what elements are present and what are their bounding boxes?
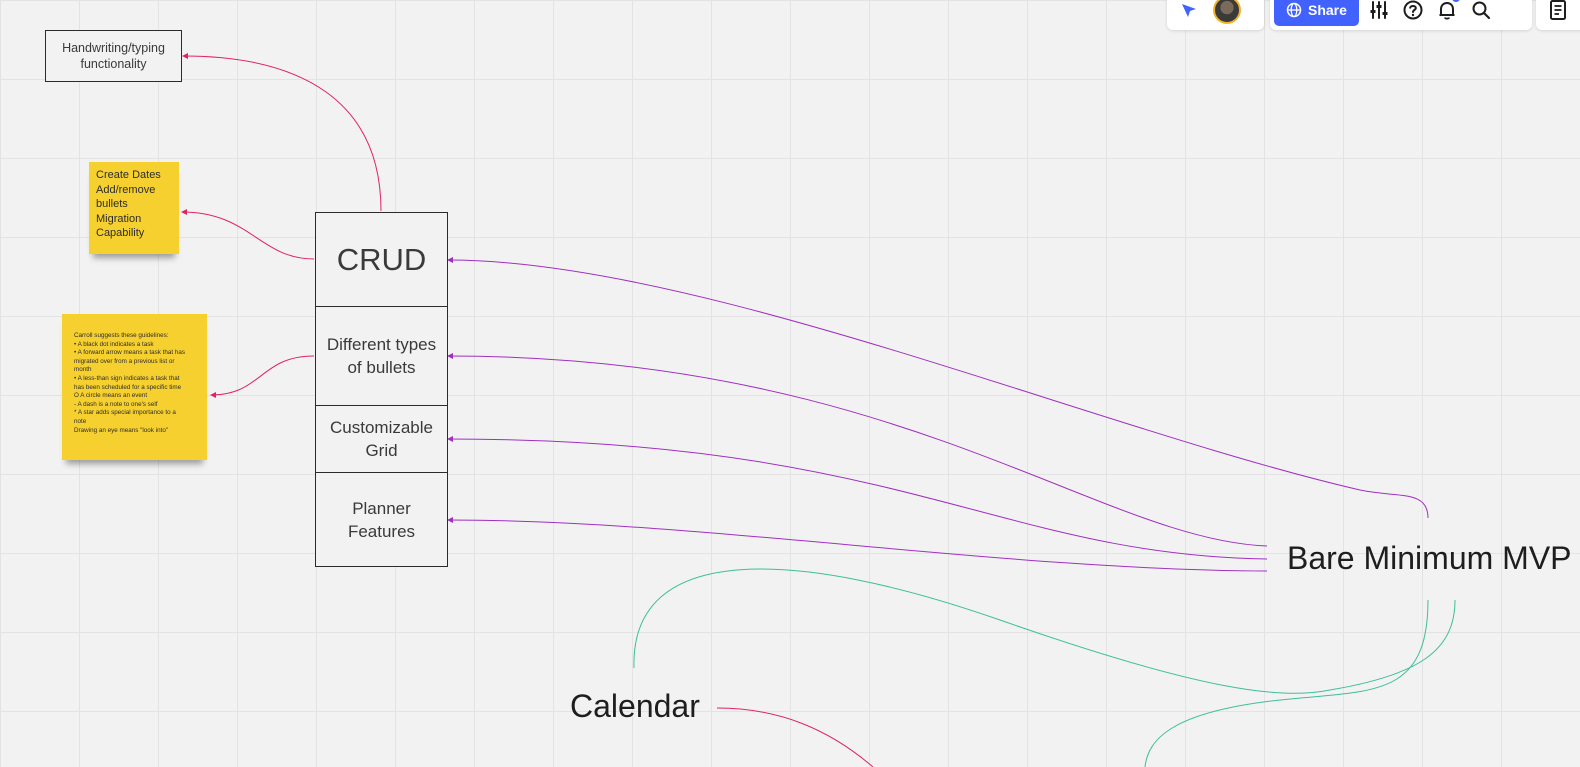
bullets-box[interactable]: Different types of bullets [315, 306, 448, 406]
avatar[interactable] [1213, 0, 1241, 24]
main-toolbar: Share [1270, 0, 1532, 30]
sticky-line: * A star adds special importance to a [74, 409, 176, 417]
help-icon[interactable] [1399, 0, 1427, 24]
crud-box[interactable]: CRUD [315, 212, 448, 307]
sticky-line: - A dash is a note to one's self [74, 400, 158, 408]
share-button[interactable]: Share [1274, 0, 1359, 26]
connector-calendar-offscreen [716, 707, 874, 767]
share-button-label: Share [1308, 2, 1347, 18]
grid-box[interactable]: Customizable Grid [315, 405, 448, 473]
cursor-icon[interactable] [1175, 0, 1203, 24]
sticky-line: Drawing an eye means "look into" [74, 426, 169, 434]
sticky-note-crud-details[interactable]: Create Dates Add/remove bullets Migratio… [89, 162, 179, 254]
handwriting-box[interactable]: Handwriting/typing functionality [45, 30, 182, 82]
sticky-line: • A black dot indicates a task [74, 340, 154, 348]
collaboration-toolbar [1167, 0, 1264, 30]
connector-mvp-grid [447, 436, 1268, 560]
sticky-line: • A forward arrow means a task that has [74, 349, 186, 357]
notes-icon[interactable] [1544, 0, 1572, 24]
crud-box-text: CRUD [336, 241, 427, 277]
sticky-line: O A circle means an event [74, 392, 148, 400]
sticky-note-guidelines[interactable]: Carroll suggests these guidelines: • A b… [62, 314, 207, 460]
calendar-label[interactable]: Calendar [570, 688, 700, 724]
sticky-line: month [74, 366, 92, 374]
grid-box-text: Customizable Grid [330, 418, 433, 460]
connector-mvp-crud [447, 257, 1429, 519]
sticky-line: migrated over from a previous list or [74, 357, 175, 365]
planner-box-text: Planner Features [347, 498, 416, 541]
sticky-line: Carroll suggests these guidelines: [74, 332, 169, 339]
sticky-line: Capability [96, 227, 145, 239]
notes-toolbar [1536, 0, 1580, 30]
connector-mvp-planner [447, 517, 1268, 572]
mvp-label[interactable]: Bare Minimum MVP [1287, 540, 1572, 576]
notification-dot [1451, 0, 1460, 2]
connector-crud-sticky [181, 209, 315, 260]
handwriting-box-text: Handwriting/typing functionality [62, 41, 165, 71]
connector-calendar-mvp [633, 568, 1456, 694]
settings-sliders-icon[interactable] [1365, 0, 1393, 24]
connector-bullets-sticky [210, 355, 315, 398]
sticky-line: Create Dates [96, 169, 161, 181]
sticky-line: • A less-than sign indicates a task that [74, 374, 180, 382]
search-icon[interactable] [1467, 0, 1495, 24]
connector-mvp-bullets [447, 353, 1268, 547]
sticky-line: Add/remove [96, 183, 156, 196]
sticky-line: note [74, 417, 87, 425]
connector-crud-handwriting [182, 53, 382, 212]
bullets-box-text: Different types of bullets [326, 335, 437, 377]
globe-icon [1286, 2, 1302, 18]
connector-mvp-offscreen [1144, 599, 1429, 767]
sticky-line: bullets [96, 198, 128, 210]
planner-box[interactable]: Planner Features [315, 472, 448, 567]
bell-icon[interactable] [1433, 0, 1461, 24]
sticky-line: Migration [96, 212, 142, 225]
sticky-line: has been scheduled for a specific time [74, 383, 182, 391]
